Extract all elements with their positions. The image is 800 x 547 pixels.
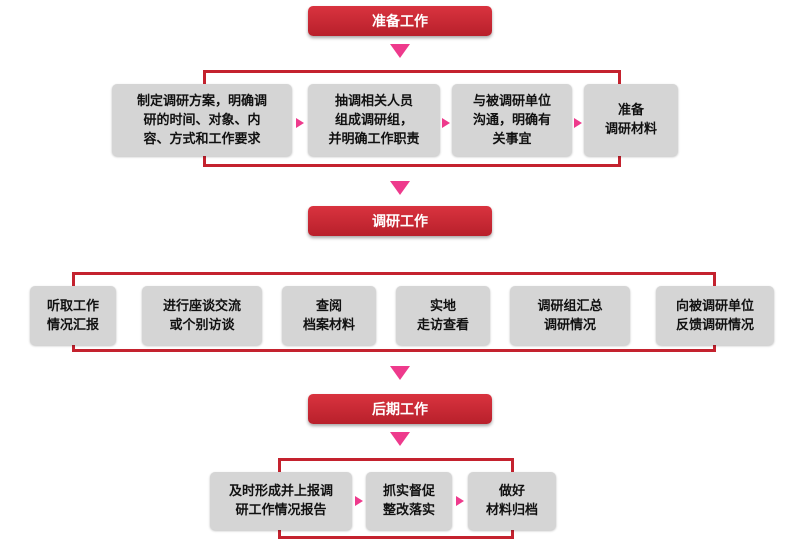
stage-later-header: 后期工作 [308, 394, 492, 424]
arrow-right-icon [355, 496, 363, 506]
research-step-4: 实地走访查看 [396, 286, 490, 345]
arrow-right-icon [296, 118, 304, 128]
arrow-right-icon [442, 118, 450, 128]
bracket-bottom-line [72, 349, 716, 352]
research-step-3: 查阅档案材料 [282, 286, 376, 345]
arrow-down-icon [390, 432, 410, 446]
research-step-5: 调研组汇总调研情况 [510, 286, 630, 345]
bracket-top-line [278, 458, 514, 461]
arrow-down-icon [390, 44, 410, 58]
bracket-bottom-line [203, 164, 621, 167]
stage-prep-header: 准备工作 [308, 6, 492, 36]
prep-step-4: 准备调研材料 [584, 84, 678, 156]
bracket-top-line [72, 272, 716, 275]
research-step-6: 向被调研单位反馈调研情况 [656, 286, 774, 345]
arrow-down-icon [390, 181, 410, 195]
research-step-1: 听取工作情况汇报 [30, 286, 116, 345]
stage-research-header: 调研工作 [308, 206, 492, 236]
later-step-2: 抓实督促整改落实 [366, 472, 452, 530]
arrow-right-icon [574, 118, 582, 128]
arrow-down-icon [390, 366, 410, 380]
bracket-bottom-line [278, 536, 514, 539]
research-step-2: 进行座谈交流或个别访谈 [142, 286, 262, 345]
later-step-3: 做好材料归档 [468, 472, 556, 530]
arrow-right-icon [456, 496, 464, 506]
prep-step-1: 制定调研方案，明确调研的时间、对象、内容、方式和工作要求 [112, 84, 292, 156]
later-step-1: 及时形成并上报调研工作情况报告 [210, 472, 352, 530]
prep-step-2: 抽调相关人员组成调研组，并明确工作职责 [308, 84, 440, 156]
bracket-top-line [203, 70, 621, 73]
prep-step-3: 与被调研单位沟通，明确有关事宜 [452, 84, 572, 156]
